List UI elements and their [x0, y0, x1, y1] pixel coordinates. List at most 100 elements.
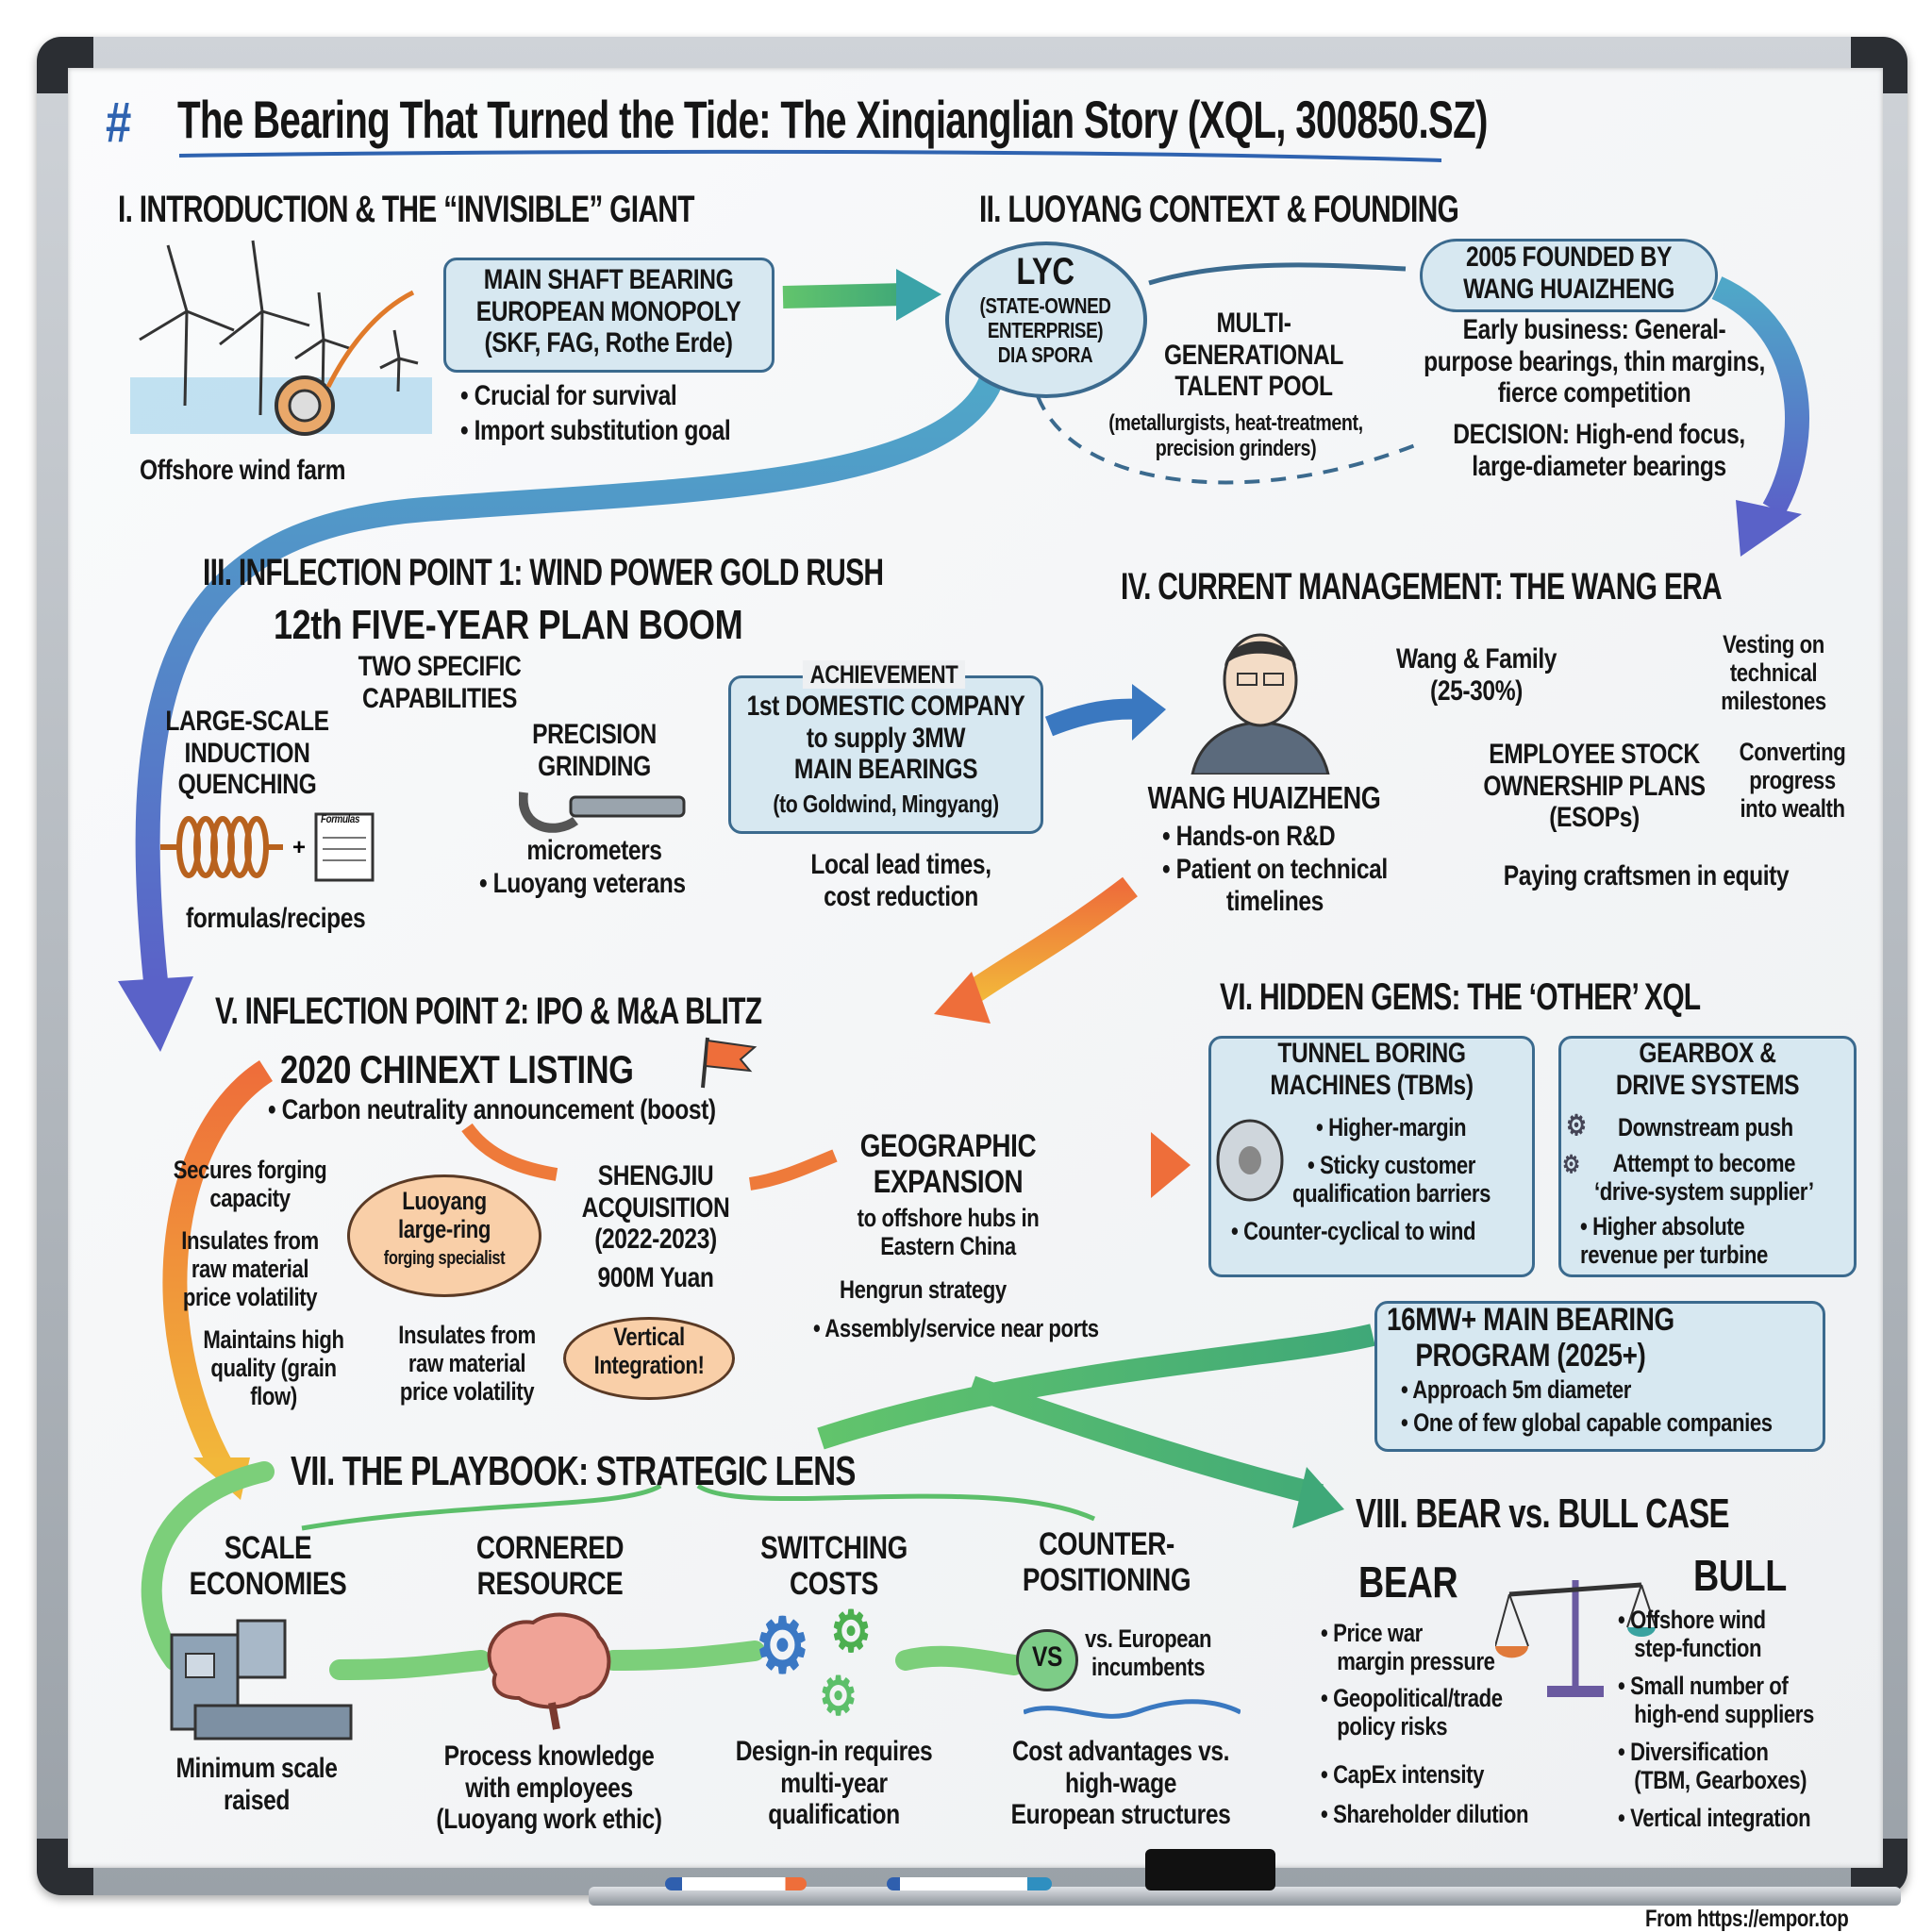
hash-icon: #: [106, 91, 131, 154]
bear-bullet: • Geopolitical/trade policy risks: [1321, 1684, 1503, 1741]
lens-scale-caption: Minimum scale raised: [175, 1753, 338, 1816]
arrowhead: [1132, 684, 1166, 741]
bullet: • Higher absolute revenue per turbine: [1580, 1212, 1768, 1270]
vesting-milestones: Vesting on technical milestones: [1721, 630, 1826, 716]
bullet: • Higher-margin: [1316, 1113, 1467, 1141]
esop: EMPLOYEE STOCK OWNERSHIP PLANS (ESOPs): [1483, 739, 1706, 834]
lyc-subtitle: (STATE-OWNED ENTERPRISE) DIA SPORA: [979, 293, 1111, 367]
achievement-text: 1st DOMESTIC COMPANY to supply 3MW MAIN …: [746, 691, 1025, 786]
induction-coil-illustration: +: [160, 812, 375, 882]
bullet: • One of few global capable companies: [1401, 1408, 1773, 1437]
two-capabilities: TWO SPECIFIC CAPABILITIES: [358, 651, 522, 714]
arrowhead: [934, 972, 991, 1024]
eraser[interactable]: [1145, 1849, 1275, 1890]
section-5-header: V. INFLECTION POINT 2: IPO & M&A BLITZ: [215, 991, 762, 1032]
hengrun-strategy: Hengrun strategy: [840, 1275, 1007, 1304]
offshore-wind-farm-caption: Offshore wind farm: [140, 455, 346, 486]
bull-bullet: • Vertical integration: [1618, 1804, 1811, 1832]
flow-arrow-intro-to-lyc: [782, 283, 907, 308]
arrow-to-shengjiu: [461, 1123, 558, 1181]
bull-bullet: • Small number of high-end suppliers: [1618, 1672, 1814, 1729]
gearbox-point: Downstream push: [1618, 1113, 1793, 1141]
vs-badge: [1016, 1629, 1078, 1691]
converting-progress: Converting progress into wealth: [1739, 738, 1846, 824]
vs-label: VS: [1031, 1641, 1063, 1673]
machine-icon: [170, 1619, 353, 1740]
16mw-box: [1374, 1301, 1825, 1452]
micrometer-icon: [519, 791, 686, 833]
bear-bullet: • Price war margin pressure: [1321, 1619, 1495, 1676]
bear-label: BEAR: [1358, 1557, 1458, 1607]
lyc-bubble: [945, 242, 1147, 398]
marker[interactable]: [887, 1877, 1052, 1890]
bullet: • Approach 5m diameter: [1401, 1375, 1631, 1404]
local-lead-times: Local lead times, cost reduction: [810, 849, 991, 912]
talent-pool-detail: (metallurgists, heat-treatment, precisio…: [1108, 410, 1363, 461]
dashed-arrow-lyc-to-decision: [1036, 395, 1421, 485]
vertical-integration-bubble: [563, 1317, 735, 1400]
maintains-quality: Maintains high quality (grain flow): [203, 1325, 344, 1411]
lyc-title: LYC: [1016, 251, 1074, 292]
insulates-left: Insulates from raw material price volati…: [181, 1226, 319, 1312]
bull-label: BULL: [1693, 1551, 1787, 1600]
bullet: • Hands-on R&D: [1162, 821, 1336, 852]
monopoly-text: MAIN SHAFT BEARING EUROPEAN MONOPOLY (SK…: [475, 264, 741, 359]
bullet: • Sticky customer qualification barriers: [1292, 1151, 1491, 1208]
16mw-title: 16MW+ MAIN BEARING PROGRAM (2025+): [1387, 1302, 1674, 1374]
section-3-subheader: 12th FIVE-YEAR PLAN BOOM: [274, 602, 743, 648]
capability-grinding: PRECISION GRINDING: [532, 719, 657, 782]
secures-forging: Secures forging capacity: [173, 1156, 327, 1213]
bear-bullet: • Shareholder dilution: [1321, 1800, 1529, 1828]
arrowhead: [1736, 500, 1802, 557]
section-1-header: I. INTRODUCTION & THE “INVISIBLE” GIANT: [118, 189, 695, 230]
marker[interactable]: [665, 1877, 807, 1890]
micrometers-label: micrometers: [526, 835, 662, 866]
flow-arrow-lyc-to-section3: [135, 376, 1002, 983]
insulates-bottom: Insulates from raw material price volati…: [398, 1321, 536, 1407]
lens-scale-title: SCALE ECONOMIES: [189, 1530, 347, 1603]
chinext-listing: 2020 CHINEXT LISTING: [280, 1047, 634, 1091]
paying-craftsmen: Paying craftsmen in equity: [1503, 860, 1790, 891]
bullet: • Assembly/service near ports: [813, 1314, 1099, 1342]
luoyang-title: Luoyang large-ring: [397, 1187, 491, 1244]
arrow-achievement-to-wang: [1044, 698, 1142, 737]
capability-quenching: LARGE-SCALE INDUCTION QUENCHING: [165, 706, 329, 801]
vs-text: vs. European incumbents: [1085, 1624, 1212, 1682]
wave-icon: [1024, 1699, 1241, 1719]
lens-switching-title: SWITCHING COSTS: [760, 1530, 908, 1603]
section-4-header: IV. CURRENT MANAGEMENT: THE WANG ERA: [1121, 566, 1723, 608]
balance-scale-icon: [1495, 1580, 1656, 1697]
bull-bullet: • Offshore wind step-function: [1618, 1606, 1766, 1663]
green-loop-playbook: [141, 1461, 1024, 1680]
gear-icon: ⚙: [819, 1666, 858, 1725]
formulas-note: Formulas: [321, 812, 360, 825]
achievement-customers: (to Goldwind, Mingyang): [773, 790, 999, 818]
tbm-cutterhead-icon: [1216, 1119, 1284, 1202]
arrowhead: [1292, 1467, 1344, 1528]
arrow-to-geo: [748, 1149, 838, 1191]
lens-counter-caption: Cost advantages vs. high-wage European s…: [1010, 1736, 1231, 1831]
geographic-detail: to offshore hubs in Eastern China: [857, 1204, 1040, 1261]
marker-tray: [589, 1887, 1901, 1906]
offshore-wind-farm-illustration: [130, 240, 432, 436]
brain-icon: [487, 1612, 611, 1730]
decision: DECISION: High-end focus, large-diameter…: [1453, 419, 1745, 482]
bull-bullet: • Diversification (TBM, Gearboxes): [1618, 1738, 1807, 1795]
source-credit: From https://empor.top: [1645, 1906, 1849, 1932]
arrowhead: [118, 976, 193, 1052]
luoyang-bubble: [347, 1174, 541, 1297]
gearbox-point: Attempt to become ‘drive-system supplier…: [1594, 1149, 1814, 1207]
arrow-lyc-to-founded: [1148, 262, 1407, 286]
geographic-expansion: GEOGRAPHIC EXPANSION: [859, 1128, 1037, 1201]
shengjiu-acquisition: SHENGJIU ACQUISITION (2022-2023): [581, 1160, 730, 1256]
formulas-recipes: formulas/recipes: [186, 903, 366, 934]
section-3-header: III. INFLECTION POINT 1: WIND POWER GOLD…: [203, 552, 884, 593]
talent-pool: MULTI- GENERATIONAL TALENT POOL: [1163, 308, 1344, 403]
lens-cornered-title: CORNERED RESOURCE: [475, 1530, 625, 1603]
early-business: Early business: General- purpose bearing…: [1424, 314, 1765, 409]
page-title: The Bearing That Turned the Tide: The Xi…: [177, 90, 1488, 149]
gearbox-title: GEARBOX & DRIVE SYSTEMS: [1615, 1038, 1800, 1101]
luoyang-subtitle: forging specialist: [383, 1248, 506, 1269]
wang-name: WANG HUAIZHENG: [1147, 780, 1381, 815]
